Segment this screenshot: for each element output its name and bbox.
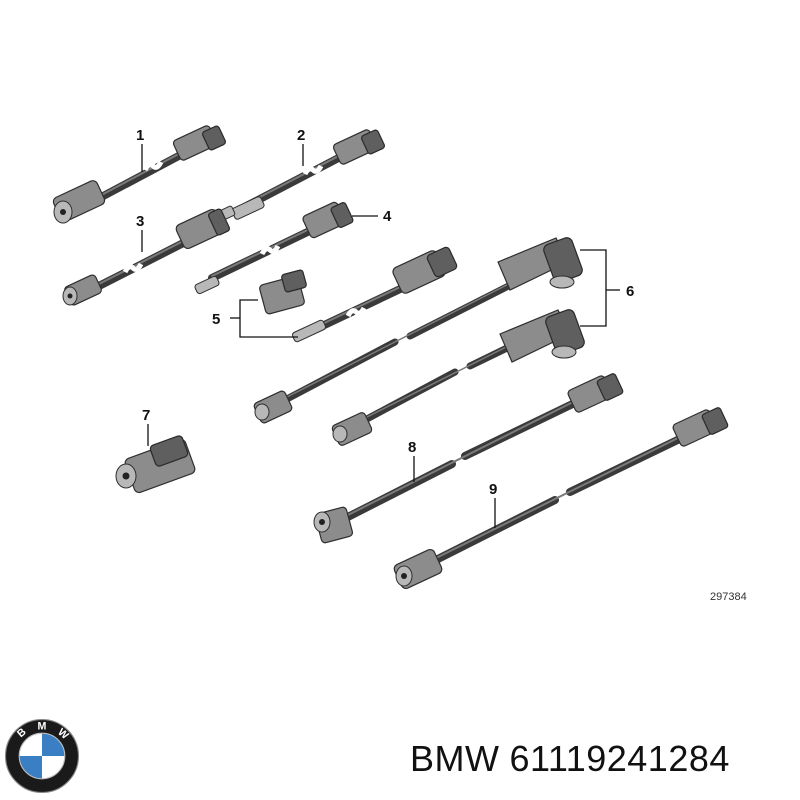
part-caption: BMW 61119241284 bbox=[410, 738, 730, 780]
part-2-cable bbox=[218, 129, 385, 221]
callout-4: 4 bbox=[383, 208, 392, 225]
part-5-cable bbox=[259, 246, 458, 343]
callout-6: 6 bbox=[626, 283, 634, 300]
reference-number: 297384 bbox=[710, 591, 747, 603]
callout-8: 8 bbox=[408, 439, 416, 456]
part-3-cable bbox=[62, 208, 231, 306]
part-6-cable-lower bbox=[331, 309, 585, 446]
callout-3: 3 bbox=[136, 213, 144, 230]
callout-2: 2 bbox=[297, 127, 305, 144]
svg-text:M: M bbox=[37, 720, 46, 732]
part-4-cable bbox=[194, 201, 354, 295]
part-1-cable bbox=[52, 125, 226, 224]
part-7-connector bbox=[115, 435, 196, 494]
leader-lines bbox=[141, 144, 620, 528]
callout-9: 9 bbox=[489, 481, 497, 498]
bmw-logo-icon: B M W bbox=[4, 718, 80, 794]
callout-1: 1 bbox=[136, 127, 144, 144]
part-6-cable-upper bbox=[253, 237, 583, 424]
callout-7: 7 bbox=[142, 407, 150, 424]
part-number: 61119241284 bbox=[509, 738, 730, 779]
part-9-cable bbox=[393, 407, 729, 590]
part-8-cable bbox=[313, 373, 624, 544]
callout-5: 5 bbox=[212, 311, 220, 328]
brand-name: BMW bbox=[410, 738, 500, 779]
